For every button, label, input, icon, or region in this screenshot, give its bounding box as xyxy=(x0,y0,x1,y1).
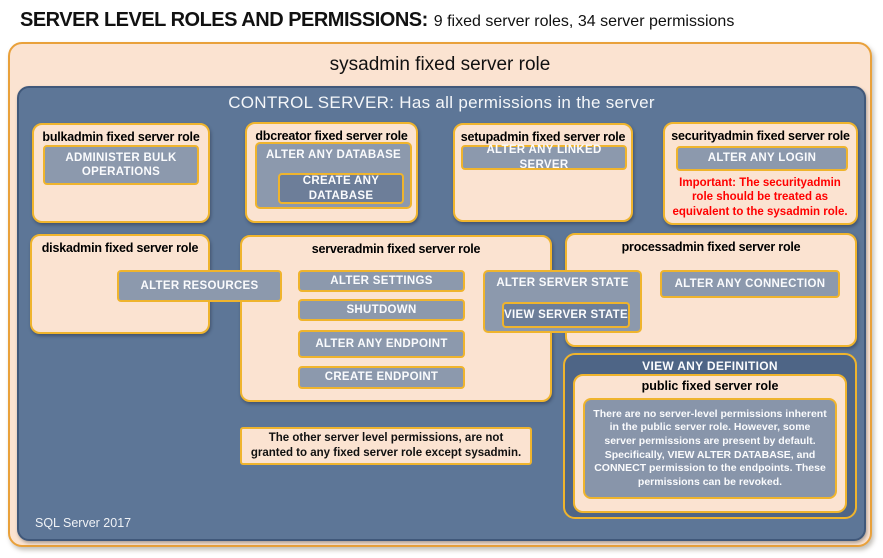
sysadmin-role-label: sysadmin fixed server role xyxy=(329,54,551,75)
other-permissions-note: The other server level permissions, are … xyxy=(240,427,532,465)
create-endpoint-permission: CREATE ENDPOINT xyxy=(298,366,465,389)
alter-resources-permission: ALTER RESOURCES xyxy=(117,270,282,302)
sql-server-version-label: SQL Server 2017 xyxy=(35,516,132,530)
setupadmin-role-title: setupadmin fixed server role xyxy=(460,130,626,144)
page-title-sub: 9 fixed server roles, 34 server permissi… xyxy=(433,13,735,30)
view-server-state-permission: VIEW SERVER STATE xyxy=(502,302,630,328)
alter-settings-permission: ALTER SETTINGS xyxy=(298,270,465,292)
alter-any-linked-server-permission: ALTER ANY LINKED SERVER xyxy=(461,144,627,171)
alter-any-database-label: ALTER ANY DATABASE xyxy=(265,149,402,161)
diskadmin-role-title: diskadmin fixed server role xyxy=(41,241,199,255)
securityadmin-role-title: securityadmin fixed server role xyxy=(671,129,850,143)
administer-bulk-operations-permission: ADMINISTER BULK OPERATIONS xyxy=(43,145,199,185)
alter-any-connection-permission: ALTER ANY CONNECTION xyxy=(660,270,840,298)
view-any-definition-label: VIEW ANY DEFINITION xyxy=(642,359,778,373)
alter-any-endpoint-permission: ALTER ANY ENDPOINT xyxy=(298,330,465,358)
bulkadmin-role-title: bulkadmin fixed server role xyxy=(42,130,200,144)
processadmin-role-title: processadmin fixed server role xyxy=(621,240,801,254)
shutdown-permission: SHUTDOWN xyxy=(298,299,465,321)
securityadmin-role-box: securityadmin fixed server role xyxy=(663,122,858,225)
page-title: SERVER LEVEL ROLES AND PERMISSIONS: 9 fix… xyxy=(20,9,734,32)
dbcreator-role-title: dbcreator fixed server role xyxy=(255,129,408,143)
page-title-main: SERVER LEVEL ROLES AND PERMISSIONS: xyxy=(20,9,428,31)
public-role-title: public fixed server role xyxy=(641,379,779,393)
setupadmin-role-box: setupadmin fixed server role xyxy=(453,123,633,222)
public-role-description: There are no server-level permissions in… xyxy=(583,398,837,499)
alter-server-state-label: ALTER SERVER STATE xyxy=(496,277,629,289)
control-server-label: CONTROL SERVER: Has all permissions in t… xyxy=(228,93,655,112)
alter-any-login-permission: ALTER ANY LOGIN xyxy=(676,146,848,171)
serveradmin-role-title: serveradmin fixed server role xyxy=(311,242,481,256)
securityadmin-important-note: Important: The securityadmin role should… xyxy=(672,177,848,218)
create-any-database-permission: CREATE ANY DATABASE xyxy=(278,173,404,204)
